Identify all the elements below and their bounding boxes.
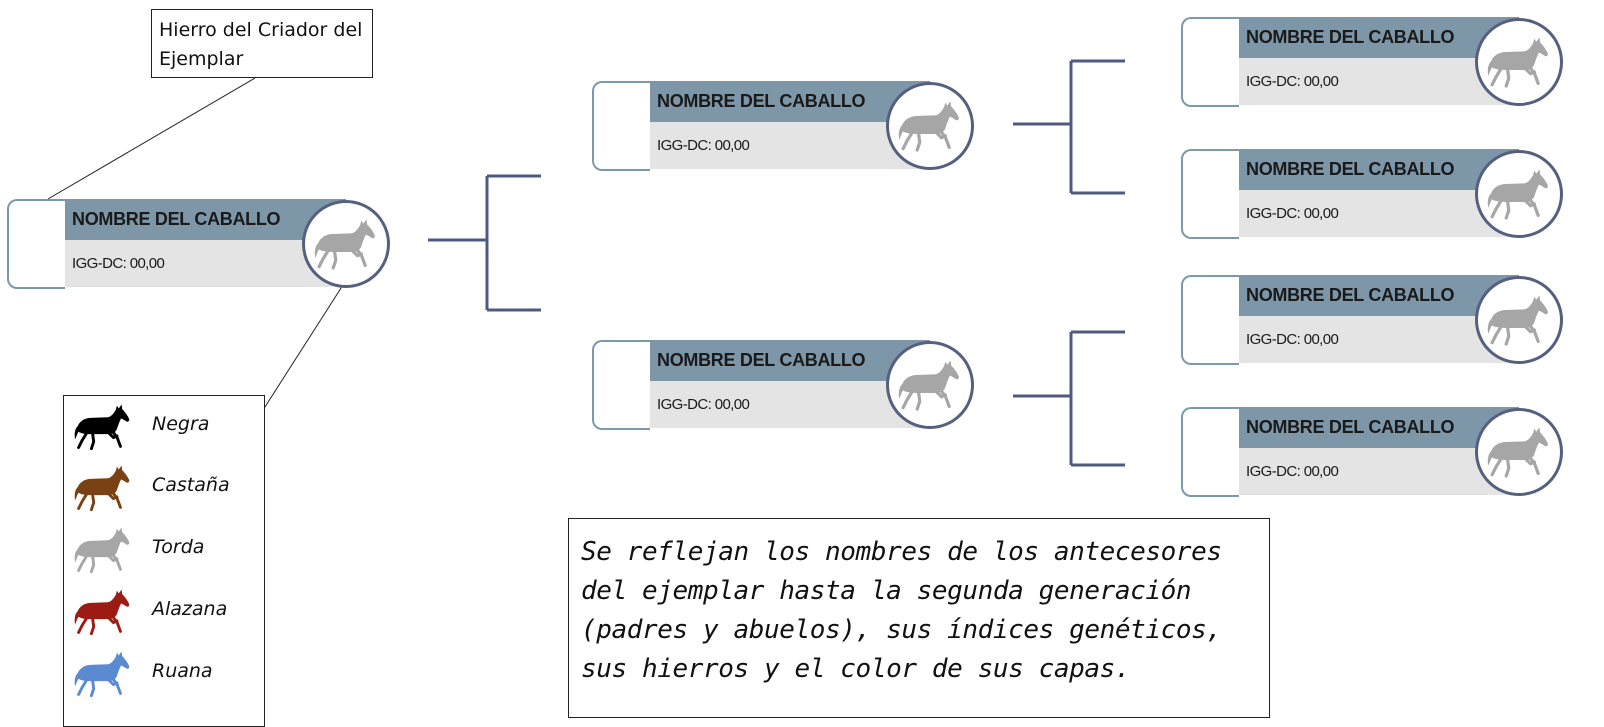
legend-label: Alazana — [152, 598, 228, 620]
breeder-brand-box — [1181, 275, 1239, 365]
horse-card-dam[interactable]: NOMBRE DEL CABALLO IGG-DC: 00,00 — [592, 340, 974, 430]
horse-icon — [73, 650, 131, 698]
horse-card-sire-dam[interactable]: NOMBRE DEL CABALLO IGG-DC: 00,00 — [1181, 149, 1563, 239]
horse-icon — [73, 526, 131, 574]
legend-label: Ruana — [152, 660, 213, 682]
genetic-index: IGG-DC: 00,00 — [1239, 190, 1519, 237]
legend-leader — [262, 284, 344, 411]
genetic-index: IGG-DC: 00,00 — [1239, 58, 1519, 105]
horse-icon — [1487, 425, 1550, 478]
horse-card-sire-sire[interactable]: NOMBRE DEL CABALLO IGG-DC: 00,00 — [1181, 17, 1563, 107]
horse-name: NOMBRE DEL CABALLO — [650, 340, 930, 381]
horse-name: NOMBRE DEL CABALLO — [1239, 407, 1519, 448]
brand-note-leader — [47, 77, 256, 200]
genetic-index: IGG-DC: 00,00 — [65, 240, 346, 287]
brand-note: Hierro del Criador del Ejemplar — [151, 9, 373, 78]
horse-icon — [1487, 35, 1550, 88]
horse-icon — [898, 99, 961, 152]
horse-icon — [73, 588, 131, 636]
coat-color-badge — [886, 341, 974, 429]
bracket-dam-parents — [1013, 330, 1125, 467]
bracket-generation-1 — [428, 174, 541, 312]
coat-color-badge — [302, 200, 390, 288]
coat-color-badge — [886, 82, 974, 170]
legend-label: Torda — [152, 536, 205, 558]
breeder-brand-box — [1181, 407, 1239, 497]
horse-name: NOMBRE DEL CABALLO — [1239, 17, 1519, 58]
horse-icon — [73, 403, 131, 451]
horse-card-dam-dam[interactable]: NOMBRE DEL CABALLO IGG-DC: 00,00 — [1181, 407, 1563, 497]
horse-name: NOMBRE DEL CABALLO — [650, 81, 930, 122]
coat-color-badge — [1475, 408, 1563, 496]
legend-label: Castaña — [152, 474, 230, 496]
genetic-index: IGG-DC: 00,00 — [1239, 316, 1519, 363]
coat-color-badge — [1475, 18, 1563, 106]
genetic-index: IGG-DC: 00,00 — [650, 122, 930, 169]
legend-item-ruana: Ruana — [68, 648, 258, 698]
horse-card-subject[interactable]: NOMBRE DEL CABALLO IGG-DC: 00,00 — [7, 199, 390, 289]
legend-item-torda: Torda — [68, 524, 258, 574]
horse-card-dam-sire[interactable]: NOMBRE DEL CABALLO IGG-DC: 00,00 — [1181, 275, 1563, 365]
horse-card-sire[interactable]: NOMBRE DEL CABALLO IGG-DC: 00,00 — [592, 81, 974, 171]
breeder-brand-box — [592, 340, 650, 430]
horse-icon — [898, 358, 961, 411]
coat-legend: Negra Castaña Torda Alazana Ruana — [63, 395, 265, 727]
horse-name: NOMBRE DEL CABALLO — [1239, 275, 1519, 316]
horse-icon — [73, 464, 131, 512]
summary-note: Se reflejan los nombres de los antecesor… — [568, 518, 1270, 718]
horse-name: NOMBRE DEL CABALLO — [65, 199, 346, 240]
breeder-brand-box — [1181, 149, 1239, 239]
legend-label: Negra — [152, 413, 210, 435]
genetic-index: IGG-DC: 00,00 — [1239, 448, 1519, 495]
legend-item-negra: Negra — [68, 401, 258, 451]
horse-name: NOMBRE DEL CABALLO — [1239, 149, 1519, 190]
coat-color-badge — [1475, 276, 1563, 364]
coat-color-badge — [1475, 150, 1563, 238]
bracket-sire-parents — [1013, 59, 1125, 195]
breeder-brand-box — [1181, 17, 1239, 107]
breeder-brand-box — [7, 199, 65, 289]
breeder-brand-box — [592, 81, 650, 171]
legend-item-castana: Castaña — [68, 462, 258, 512]
horse-icon — [1487, 293, 1550, 346]
horse-icon — [314, 217, 377, 270]
genetic-index: IGG-DC: 00,00 — [650, 381, 930, 428]
legend-item-alazana: Alazana — [68, 586, 258, 636]
horse-icon — [1487, 167, 1550, 220]
